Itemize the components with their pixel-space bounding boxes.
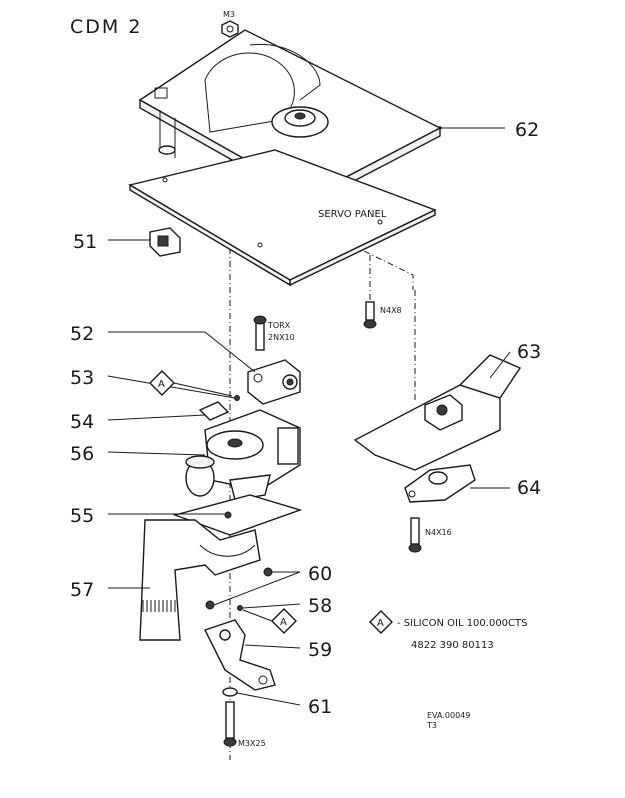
screw-n4x16-shank xyxy=(410,517,420,545)
screw-torx-shank xyxy=(255,321,265,351)
leader-53 xyxy=(107,375,236,399)
servo-hole-2 xyxy=(257,242,263,248)
leader-52-b xyxy=(204,331,256,373)
sledge-56-cylinder-top xyxy=(185,455,215,469)
callout-62: 62 xyxy=(515,119,539,141)
plate-55 xyxy=(172,494,303,536)
callout-55: 55 xyxy=(70,505,94,527)
bracket-63-bore xyxy=(436,404,448,416)
bracket-52-bore xyxy=(286,378,294,386)
lever-59-hole xyxy=(258,675,268,685)
leader-59 xyxy=(244,644,301,649)
post-foot-left xyxy=(158,145,176,155)
part-53-icon xyxy=(234,395,240,401)
washer-60b-icon xyxy=(205,600,215,610)
bracket-63-arm xyxy=(458,354,522,399)
leader-54 xyxy=(107,414,206,421)
callout-64: 64 xyxy=(517,477,541,499)
callout-53: 53 xyxy=(70,367,94,389)
leader-diamond-53 xyxy=(173,382,233,397)
plate-55-hole xyxy=(224,511,232,519)
reference-sheet: T3 xyxy=(426,721,437,730)
leader-61 xyxy=(236,692,301,706)
top-plate-tab xyxy=(154,87,168,99)
clamp-64-hole xyxy=(408,490,416,498)
sledge-56-motor xyxy=(277,427,299,465)
bracket-52-hole xyxy=(253,373,263,383)
part-58-icon xyxy=(237,605,243,611)
servo-hole-3 xyxy=(377,219,383,225)
callout-56: 56 xyxy=(70,443,94,465)
bracket-63 xyxy=(353,384,501,471)
label-torx-size: 2NX10 xyxy=(268,333,295,342)
reference-code: EVA.00049 xyxy=(427,711,470,720)
label-n4x8: N4X8 xyxy=(380,306,402,315)
bracket-52-icon xyxy=(247,359,301,405)
clamp-64-boss xyxy=(428,471,448,485)
screw-n4x8-head xyxy=(363,319,377,329)
m3-nut-icon xyxy=(221,20,239,38)
callout-57: 57 xyxy=(70,579,94,601)
flex-cable-57 xyxy=(139,519,261,641)
leader-58 xyxy=(242,603,301,609)
leader-62-dot xyxy=(438,126,442,130)
callout-63: 63 xyxy=(517,341,541,363)
spring-54-icon xyxy=(198,401,230,421)
leader-56 xyxy=(107,451,206,456)
label-servo-panel: SERVO PANEL xyxy=(318,209,387,220)
washer-60a-icon xyxy=(263,567,273,577)
legend-diamond-icon xyxy=(369,610,393,634)
screw-n4x16-head xyxy=(408,543,422,553)
diamond-a-58-label: A xyxy=(280,617,287,628)
sledge-56-foot xyxy=(229,474,271,501)
label-n4x16: N4X16 xyxy=(425,528,452,537)
leader-63 xyxy=(489,351,511,379)
sledge-56-axle xyxy=(227,438,243,448)
legend-line-1: - SILICON OIL 100.000CTS xyxy=(397,618,527,629)
diamond-a-53-label: A xyxy=(158,379,165,390)
m3-nut-hole xyxy=(226,25,234,33)
label-m3x25: M3X25 xyxy=(238,739,266,748)
callout-54: 54 xyxy=(70,411,94,433)
servo-panel-edge-right xyxy=(289,208,436,287)
screw-n4x8-shank xyxy=(365,301,375,321)
screw-torx-head xyxy=(253,315,267,325)
callout-52: 52 xyxy=(70,323,94,345)
leader-60b xyxy=(213,571,301,606)
turntable-spindle xyxy=(294,112,306,120)
label-torx: TORX xyxy=(267,321,291,330)
clip-51-slot xyxy=(157,235,169,247)
leader-diamond-58 xyxy=(242,609,273,622)
flex-cable-bend xyxy=(199,544,256,557)
callout-58: 58 xyxy=(308,595,332,617)
callout-60: 60 xyxy=(308,563,332,585)
legend-line-2: 4822 390 80113 xyxy=(411,640,494,651)
flex-cable-contacts xyxy=(142,600,176,612)
callout-51: 51 xyxy=(73,231,97,253)
top-plate-track xyxy=(249,43,321,101)
diagram-title: CDM 2 xyxy=(70,16,142,38)
servo-hole-1 xyxy=(162,177,168,183)
washer-61-icon xyxy=(222,687,238,697)
legend-diamond-label: A xyxy=(377,618,384,629)
label-m3: M3 xyxy=(223,10,235,19)
screw-m3x25-head xyxy=(223,737,237,747)
callout-59: 59 xyxy=(308,639,332,661)
diamond-a-58-icon xyxy=(271,608,297,634)
callout-61: 61 xyxy=(308,696,332,718)
lever-59-pivot xyxy=(219,629,231,641)
lever-59-icon xyxy=(204,619,276,691)
screw-m3x25-shank xyxy=(225,701,235,739)
